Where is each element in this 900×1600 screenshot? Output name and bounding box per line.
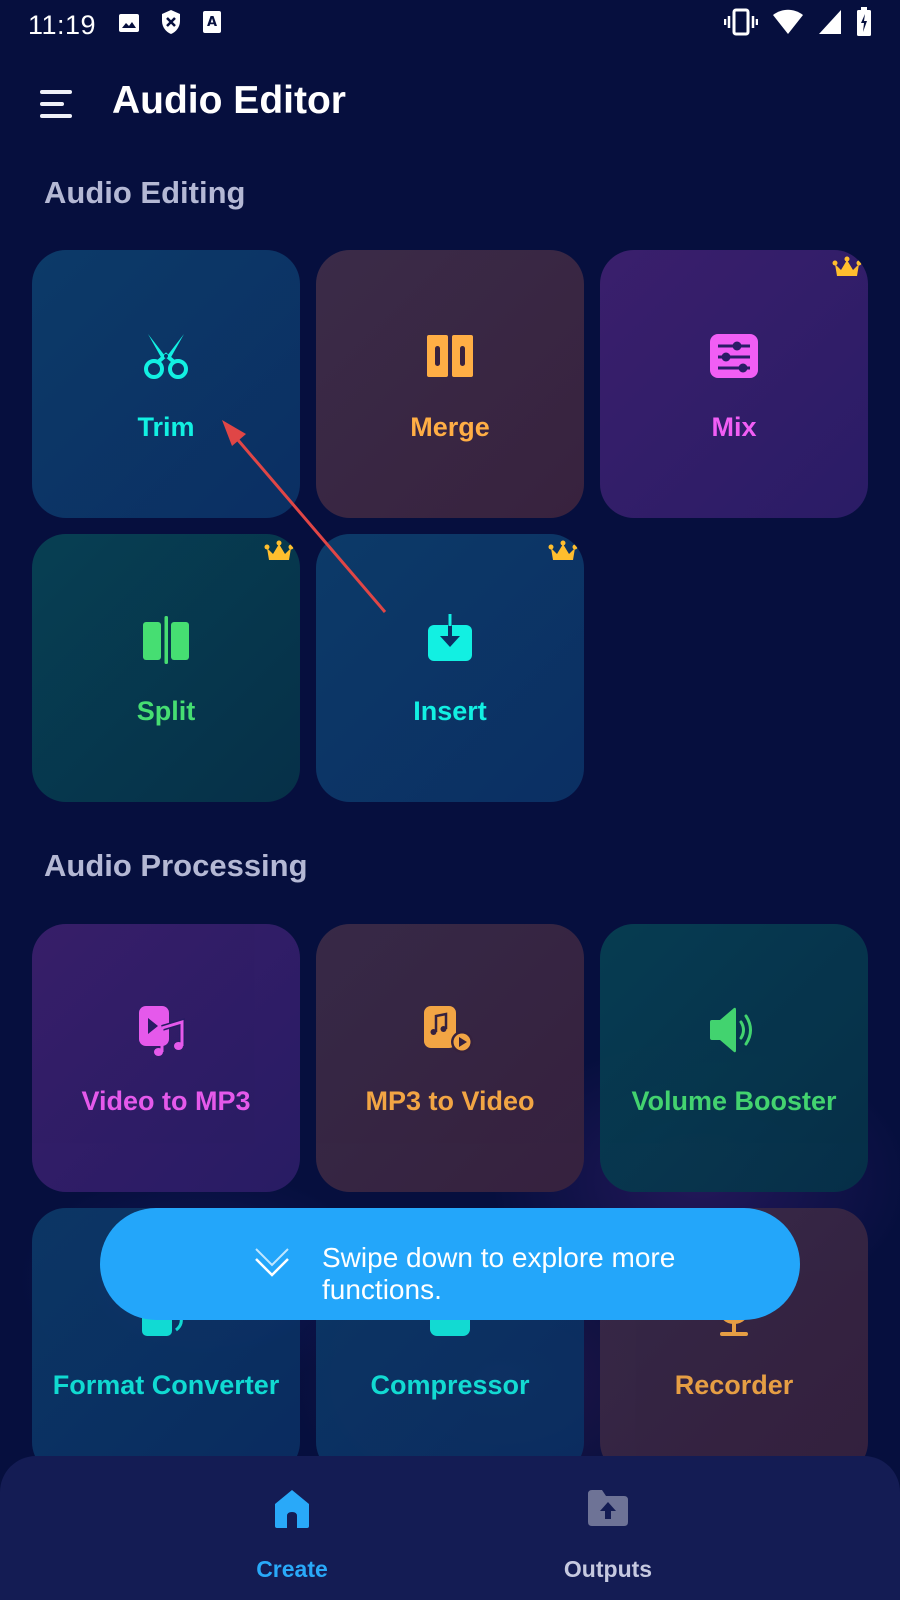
tile-label: MP3 to Video bbox=[365, 1086, 535, 1116]
mixer-sliders-icon bbox=[706, 328, 762, 384]
bottom-nav: Create Outputs bbox=[0, 1456, 900, 1600]
tile-trim[interactable]: Trim bbox=[32, 250, 300, 518]
shield-x-icon bbox=[160, 9, 182, 42]
music-to-video-icon bbox=[422, 1002, 478, 1058]
speaker-volume-icon bbox=[706, 1002, 762, 1058]
svg-text:A: A bbox=[207, 15, 217, 30]
premium-crown-icon bbox=[832, 256, 862, 280]
split-icon bbox=[138, 612, 194, 668]
folder-upload-icon bbox=[586, 1488, 630, 1533]
hamburger-menu-icon[interactable] bbox=[40, 90, 72, 118]
status-time: 11:19 bbox=[28, 9, 97, 40]
section-title-audio-editing: Audio Editing bbox=[44, 175, 246, 210]
section-title-audio-processing: Audio Processing bbox=[44, 848, 308, 883]
app-title: Audio Editor bbox=[112, 79, 346, 122]
signal-icon bbox=[818, 9, 842, 42]
tile-mp3-to-video[interactable]: MP3 to Video bbox=[316, 924, 584, 1192]
status-bar: 11:19 A bbox=[0, 0, 900, 50]
wifi-icon bbox=[772, 9, 804, 42]
tile-label: Format Converter bbox=[52, 1370, 280, 1400]
nav-label: Outputs bbox=[563, 1556, 653, 1582]
a-card-icon: A bbox=[202, 10, 222, 41]
tile-label: Split bbox=[136, 696, 196, 726]
double-chevron-down-icon bbox=[252, 1245, 292, 1284]
image-icon bbox=[118, 10, 140, 41]
vibrate-icon bbox=[723, 8, 759, 43]
nav-create[interactable]: Create bbox=[192, 1456, 392, 1600]
premium-crown-icon bbox=[548, 540, 578, 564]
tile-label: Merge bbox=[410, 412, 490, 442]
tile-merge[interactable]: Merge bbox=[316, 250, 584, 518]
app-bar: Audio Editor bbox=[0, 68, 900, 138]
tile-label: Insert bbox=[413, 696, 487, 726]
tile-video-to-mp3[interactable]: Video to MP3 bbox=[32, 924, 300, 1192]
premium-crown-icon bbox=[264, 540, 294, 564]
tile-label: Compressor bbox=[370, 1370, 530, 1400]
tile-mix[interactable]: Mix bbox=[600, 250, 868, 518]
insert-down-icon bbox=[422, 612, 478, 668]
nav-outputs[interactable]: Outputs bbox=[508, 1456, 708, 1600]
tile-volume-booster[interactable]: Volume Booster bbox=[600, 924, 868, 1192]
tile-insert[interactable]: Insert bbox=[316, 534, 584, 802]
nav-label: Create bbox=[256, 1556, 328, 1582]
toast-swipe-hint[interactable]: Swipe down to explore more functions. bbox=[100, 1208, 800, 1320]
tile-label: Trim bbox=[137, 412, 195, 442]
video-to-music-icon bbox=[138, 1002, 194, 1058]
tile-label: Video to MP3 bbox=[81, 1086, 251, 1116]
battery-charging-icon bbox=[856, 6, 872, 44]
scissors-icon bbox=[138, 328, 194, 384]
tile-label: Recorder bbox=[674, 1370, 794, 1400]
tile-split[interactable]: Split bbox=[32, 534, 300, 802]
toast-text: Swipe down to explore more functions. bbox=[322, 1242, 676, 1305]
merge-icon bbox=[422, 328, 478, 384]
home-icon bbox=[271, 1488, 313, 1535]
tile-label: Mix bbox=[711, 412, 757, 442]
tile-label: Volume Booster bbox=[631, 1086, 837, 1116]
